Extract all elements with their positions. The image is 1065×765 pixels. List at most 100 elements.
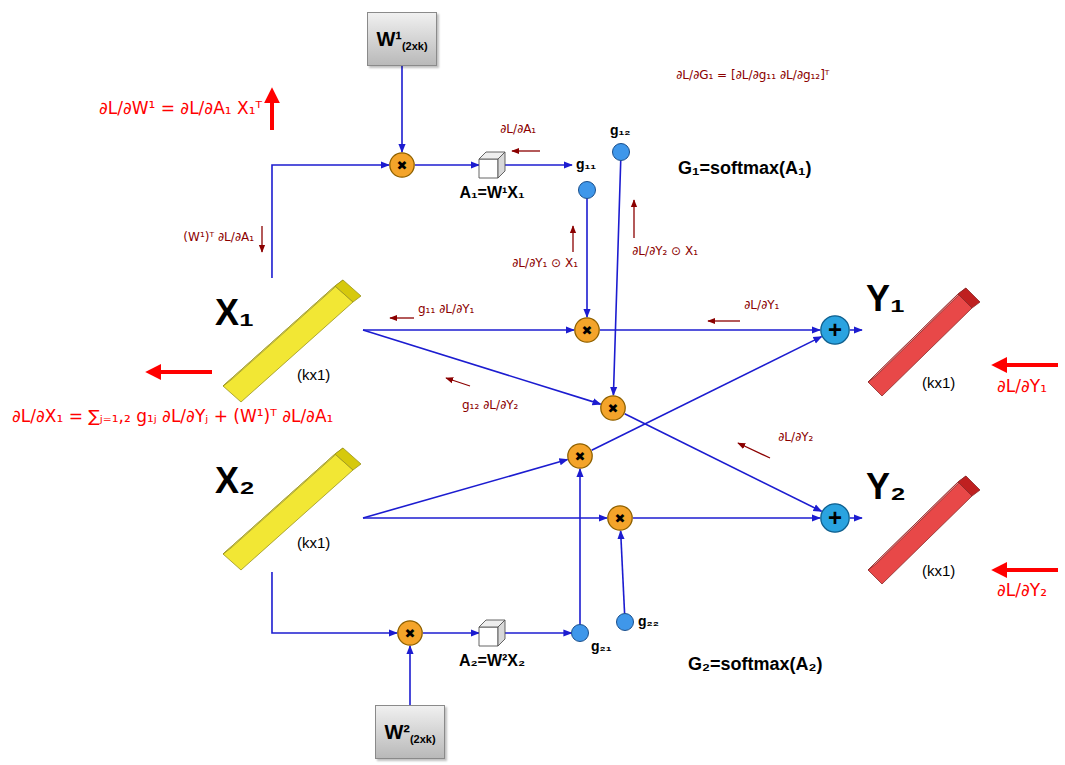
signal-connector xyxy=(633,517,820,519)
signal-connector xyxy=(600,329,820,331)
signal-connector xyxy=(621,531,625,614)
gradient-formula: ∂L/∂W¹ = ∂L/∂A₁ X₁ᵀ xyxy=(99,98,262,118)
dimension-label: (2xk) xyxy=(410,733,436,745)
activation-cube: A₂=W²X₂ xyxy=(479,620,505,646)
signal-connector xyxy=(363,460,568,518)
cube-face xyxy=(479,627,498,646)
signal-connector xyxy=(586,199,588,318)
signal-connector xyxy=(592,337,822,451)
node-label: g₁₂ xyxy=(610,122,631,138)
gradient-arrow xyxy=(270,92,274,130)
sum-circle xyxy=(821,504,849,532)
node-label: A₁=W¹X₁ xyxy=(459,184,524,202)
cube-icon xyxy=(479,620,505,646)
gate-circle xyxy=(572,625,589,642)
dimension-label: (kx1) xyxy=(922,562,955,579)
multiply-circle xyxy=(568,444,592,468)
gradient-arrow xyxy=(150,370,212,374)
cube-icon xyxy=(479,152,505,178)
sum-circle xyxy=(821,316,849,344)
prism-face xyxy=(335,280,361,302)
multiply-node: ✖ xyxy=(389,152,415,178)
gate-circle xyxy=(579,182,596,199)
signal-connector xyxy=(505,164,572,166)
gradient-arrow xyxy=(446,378,470,386)
cube-face xyxy=(498,152,505,178)
dimension-label: (kx1) xyxy=(297,366,330,383)
gradient-arrow xyxy=(572,226,573,252)
node-label: W² xyxy=(384,721,410,744)
multiply-node: ✖ xyxy=(600,395,626,421)
node-label: ✖ xyxy=(397,159,408,172)
input-vector: X₁ (kx1) xyxy=(215,278,363,404)
gate-node: g₂₂ xyxy=(614,611,666,633)
function-label: G₂=softmax(A₂) xyxy=(688,654,823,676)
gradient-arrow xyxy=(708,320,740,321)
node-label: g₁₁ xyxy=(576,156,596,172)
signal-connector xyxy=(363,517,607,519)
node-label: X₁ xyxy=(215,292,254,333)
gradient-arrow xyxy=(738,443,770,458)
multiply-circle xyxy=(608,506,632,530)
node-label: + xyxy=(828,318,842,342)
multiply-circle xyxy=(398,621,422,645)
node-label: + xyxy=(828,506,842,530)
input-vector: X₂(kx1) xyxy=(215,446,363,572)
multiply-node: ✖ xyxy=(397,620,423,646)
gate-node: g₂₁ xyxy=(569,622,621,656)
node-label: Y₁ xyxy=(866,278,905,319)
gradient-formula: (W¹)ᵀ ∂L/∂A₁ xyxy=(183,230,254,244)
signal-connector xyxy=(401,66,403,152)
gradient-formula: ∂L/∂Y₂ xyxy=(997,580,1047,600)
gradient-formula: ∂L/∂A₁ xyxy=(500,122,536,136)
node-label: A₂=W²X₂ xyxy=(459,652,525,670)
dimension-label: (kx1) xyxy=(922,374,955,391)
gradient-arrow xyxy=(261,226,262,252)
gradient-formula: ∂L/∂Y₁ xyxy=(744,298,779,312)
sum-node: + xyxy=(820,503,850,533)
gradient-arrow xyxy=(390,317,414,318)
multiply-node: ✖ xyxy=(607,505,633,531)
activation-cube: A₁=W¹X₁ xyxy=(479,152,505,178)
signal-connector xyxy=(850,517,862,519)
node-label: ✖ xyxy=(615,512,626,525)
gradient-formula: ∂L/∂Y₂ xyxy=(778,430,813,444)
weight-matrix-box: W²(2xk) xyxy=(375,705,445,759)
prism-face xyxy=(958,476,980,496)
node-label: Y₂ xyxy=(866,466,906,507)
signal-connector xyxy=(363,330,601,404)
cube-face xyxy=(498,620,505,646)
gradient-formula: ∂L/∂G₁ = [∂L/∂g₁₁ ∂L/∂g₁₂]ᵀ xyxy=(676,68,829,82)
node-label: g₂₁ xyxy=(591,638,612,654)
output-vector: Y₁ (kx1) xyxy=(862,278,982,400)
gate-circle xyxy=(613,144,630,161)
signal-connector xyxy=(409,646,411,705)
signal-connector xyxy=(579,469,581,625)
gradient-formula: ∂L/∂X₁ = ∑ⱼ₌₁,₂ g₁ⱼ ∂L/∂Yⱼ + (W¹)ᵀ ∂L/∂A… xyxy=(12,406,333,426)
node-label: ✖ xyxy=(582,324,593,337)
prism-face xyxy=(958,288,980,308)
multiply-node: ✖ xyxy=(574,317,600,343)
node-label: g₂₂ xyxy=(638,613,659,629)
node-label: X₂ xyxy=(215,460,255,501)
signal-connector xyxy=(272,165,389,278)
node-label: ✖ xyxy=(575,450,586,463)
multiply-circle xyxy=(390,153,414,177)
signal-connector xyxy=(625,414,822,512)
gate-node: g₁₂ xyxy=(606,122,640,162)
signal-connector xyxy=(613,160,620,395)
cube-face xyxy=(479,159,498,178)
signal-connector xyxy=(272,572,397,633)
gate-circle xyxy=(617,614,634,631)
gradient-formula: ∂L/∂Y₁ xyxy=(997,376,1047,396)
sum-node: + xyxy=(820,315,850,345)
gradient-arrow xyxy=(996,568,1058,572)
prism-face xyxy=(335,448,361,470)
function-label: G₁=softmax(A₁) xyxy=(678,158,811,180)
dimension-label: (2xk) xyxy=(402,40,428,52)
multiply-circle xyxy=(575,318,599,342)
signal-connector xyxy=(363,329,574,331)
weight-matrix-box: W¹(2xk) xyxy=(367,12,437,66)
signal-connector xyxy=(415,164,479,166)
gradient-formula: g₁₂ ∂L/∂Y₂ xyxy=(462,398,518,412)
